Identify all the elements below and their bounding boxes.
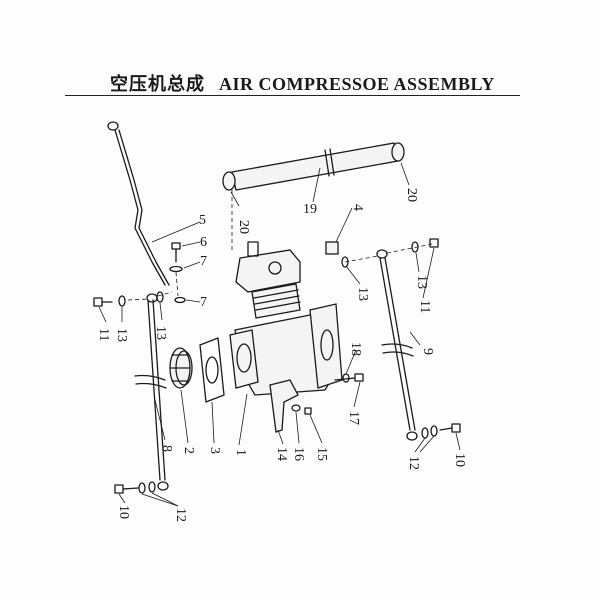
callout-7-upper: 7 (200, 254, 207, 269)
callout-13-left: 13 (114, 328, 129, 342)
callout-7-lower: 7 (200, 295, 207, 310)
callout-16: 16 (291, 447, 306, 461)
part-18-washer (342, 373, 350, 383)
callout-18: 18 (348, 342, 363, 356)
callout-20-left: 20 (236, 220, 251, 234)
callout-11-right: 11 (417, 300, 432, 313)
part-9-right-rod (344, 243, 433, 441)
callout-3: 3 (207, 447, 222, 454)
part-16-nut (291, 404, 301, 412)
part-13-washer-top (411, 241, 419, 253)
part-4-fitting (325, 241, 349, 268)
title-underline (65, 95, 520, 96)
callout-19: 19 (303, 202, 317, 217)
part-11-bolt-right (429, 238, 439, 248)
callout-5: 5 (199, 213, 206, 228)
part-20-fitting-right (391, 142, 405, 162)
callout-13-right: 13 (414, 275, 429, 289)
callout-20-right: 20 (404, 188, 419, 202)
callout-8: 8 (159, 445, 174, 452)
callout-13-mid: 13 (153, 326, 168, 340)
part-8-left-rod (127, 291, 173, 491)
part-1-compressor (229, 241, 343, 396)
callout-10-right: 10 (452, 453, 467, 467)
callout-6: 6 (200, 235, 207, 250)
callout-14: 14 (274, 447, 289, 461)
part-12-washers-right (421, 425, 438, 439)
part-10-bolt-left (114, 484, 139, 494)
part-2-gear (169, 347, 193, 389)
part-12-washers-left (138, 481, 156, 494)
callout-2: 2 (181, 447, 196, 454)
part-20-fitting-left (222, 171, 236, 191)
part-7-washer-upper (169, 265, 183, 273)
part-15-bolt (304, 407, 312, 415)
part-3-gasket (199, 337, 225, 403)
part-14-bracket (269, 379, 299, 433)
part-17-bolt (334, 373, 364, 382)
part-19-pipe (231, 142, 399, 191)
part-10-bolt-right (439, 423, 461, 433)
title-chinese: 空压机总成 (110, 74, 205, 95)
callout-15: 15 (314, 447, 329, 461)
callout-12-left: 12 (173, 508, 188, 522)
title-english: AIR COMPRESSOE ASSEMBLY (219, 74, 495, 94)
callout-1: 1 (233, 449, 248, 456)
part-13-washer-left (118, 295, 126, 307)
part-6-bolt (171, 242, 181, 263)
title: 空压机总成 AIR COMPRESSOE ASSEMBLY (110, 70, 495, 98)
callout-10-left: 10 (116, 505, 131, 519)
part-11-bolt-left (93, 297, 113, 307)
part-5-bent-rod (107, 121, 170, 286)
leader-lines (98, 162, 461, 507)
callout-4: 4 (350, 204, 365, 211)
part-13-washer-mid (156, 291, 164, 303)
part-7-washer-lower (174, 271, 186, 304)
callout-17: 17 (346, 411, 361, 425)
callout-11-left: 11 (96, 328, 111, 341)
callout-9: 9 (420, 348, 435, 355)
callout-12-right: 12 (406, 456, 421, 470)
callout-13-center: 13 (355, 287, 370, 301)
